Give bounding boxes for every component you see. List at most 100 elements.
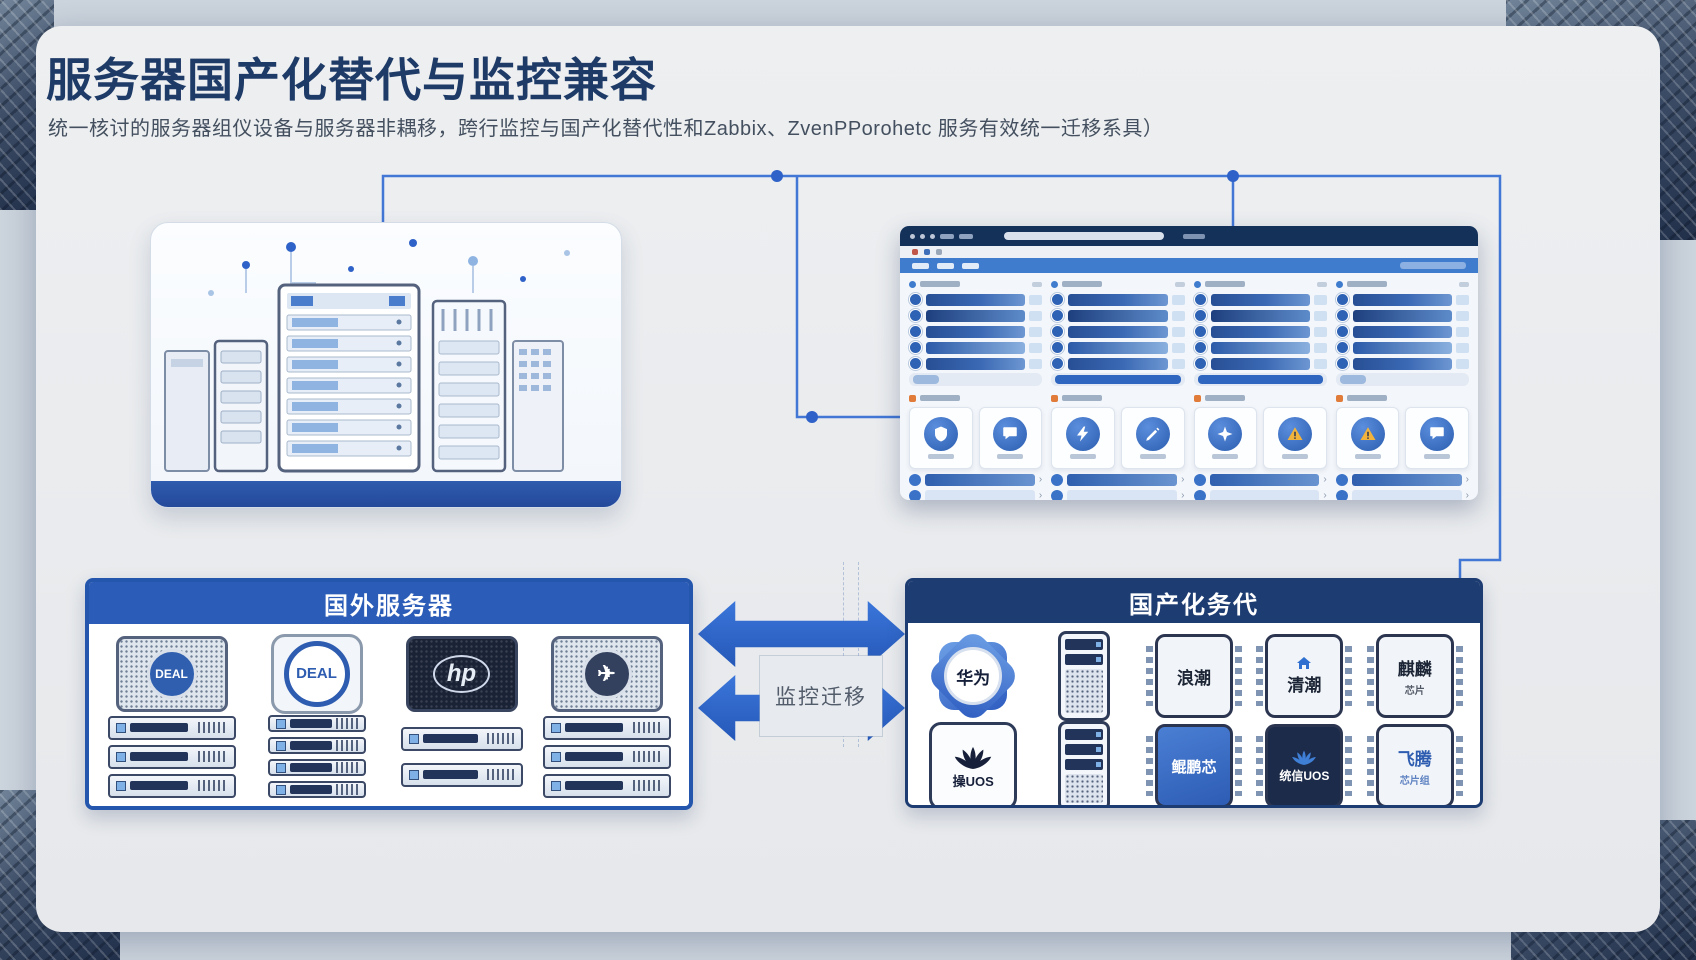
page-subtitle: 统一核讨的服务器组仪设备与服务器非耦移，跨行监控与国产化替代性和Zabbix、Z… [48, 118, 1164, 140]
row-badge [1029, 342, 1043, 353]
row-bar [1068, 309, 1168, 322]
row-badge [1313, 294, 1327, 305]
icon-column [1051, 392, 1185, 469]
uos-chip-tile: 统信UOS [1256, 724, 1353, 805]
column-footer [909, 373, 1043, 386]
address-bar [1004, 232, 1164, 240]
action-row: › [1335, 473, 1469, 486]
rack-stack [400, 726, 523, 787]
metric-row [1051, 325, 1185, 338]
metric-row [909, 309, 1043, 322]
row-badge [1313, 342, 1327, 353]
row-icon [1335, 293, 1349, 306]
toolbar-dot-icon [924, 249, 930, 255]
metric-row [909, 325, 1043, 338]
metric-row [1193, 325, 1327, 338]
column-header [909, 278, 1043, 290]
kunpeng-chip-tile: 鲲鹏芯 [1145, 724, 1242, 805]
rack-unit [107, 744, 236, 769]
foreign-servers-panel: 国外服务器 DEAL DEAL hp ✈ [85, 578, 693, 810]
action-row: › [909, 489, 1042, 500]
row-badge [1029, 326, 1043, 337]
icon-card [978, 407, 1043, 469]
rack-unit [267, 781, 366, 798]
row-icon [909, 489, 921, 500]
metric-row [1335, 309, 1469, 322]
bolt-icon [1066, 417, 1101, 451]
row-bar [1068, 357, 1168, 370]
server-racks-illustration [150, 222, 622, 508]
row-badge [1171, 294, 1185, 305]
rack-unit [542, 773, 671, 798]
phytium-sub-label: 芯片组 [1399, 776, 1430, 787]
rack-unit [267, 737, 366, 754]
row-icon [1335, 489, 1348, 500]
row-bar [1068, 293, 1168, 306]
row-icon [1051, 473, 1064, 486]
kirin-chip-tile: 麒麟 芯片 [1366, 634, 1463, 718]
panel-title: 国外服务器 [89, 582, 689, 624]
row-badge [1029, 294, 1043, 305]
metric-row [1335, 293, 1469, 306]
row-bar [926, 293, 1026, 306]
chevron-right-icon: › [1465, 489, 1469, 500]
row-bar [1068, 341, 1168, 354]
chevron-right-icon: › [1181, 473, 1185, 485]
bottom-column: ›› [1335, 473, 1469, 500]
chat-icon [1420, 417, 1455, 451]
row-bar [1068, 325, 1168, 338]
chevron-right-icon: › [1038, 489, 1043, 500]
chevron-right-icon: › [1181, 489, 1185, 500]
dell-logo: DEAL [283, 640, 350, 707]
window-title-bar [900, 226, 1478, 246]
row-icon [909, 341, 922, 354]
row-bar [926, 341, 1026, 354]
column-header [1051, 278, 1185, 290]
row-badge [1456, 342, 1469, 353]
qingchao-label: 清潮 [1287, 675, 1322, 695]
jet-logo-icon: ✈ [581, 648, 632, 699]
row-icon [1335, 325, 1349, 338]
shield-icon [923, 417, 958, 451]
row-bar [926, 309, 1026, 322]
row-bar [1210, 325, 1310, 338]
titlebar-text-bar [940, 233, 954, 239]
row-bar [1351, 489, 1462, 500]
icon-column [909, 392, 1043, 469]
chat-icon [993, 417, 1028, 451]
row-badge [1171, 342, 1185, 353]
footer-button [1339, 375, 1366, 384]
row-icon [1335, 357, 1349, 370]
metric-row [1193, 341, 1327, 354]
exchange-label: 监控迁移 [760, 656, 882, 736]
chevron-right-icon: › [1038, 473, 1043, 485]
row-bar [1067, 489, 1178, 500]
rack-stack [267, 715, 366, 798]
row-bar [1209, 473, 1320, 486]
qingchao-chip-tile: 清潮 [1256, 634, 1353, 718]
inspur-chip-tile: 浪潮 [1145, 634, 1242, 718]
rack-unit [400, 726, 523, 751]
bottom-column: ›› [1193, 473, 1327, 500]
app-menu-bar [900, 258, 1478, 273]
metric-row [1193, 309, 1327, 322]
metric-row [1193, 357, 1327, 370]
row-badge [1171, 310, 1185, 321]
server-racks-art [164, 239, 570, 473]
pencil-icon [1135, 417, 1170, 451]
dash-column [1193, 278, 1327, 390]
bottom-row-band: ›› ›› ›› ›› [909, 473, 1469, 500]
row-icon [1051, 489, 1064, 500]
row-bar [1067, 473, 1178, 486]
rack-unit [107, 715, 236, 740]
metric-row [909, 293, 1043, 306]
chevron-right-icon: › [1323, 473, 1327, 485]
row-bar [1352, 357, 1452, 370]
dell-mesh-server-tile: DEAL [115, 635, 228, 712]
toolbar-dot-icon [936, 249, 942, 255]
row-bar [1352, 309, 1452, 322]
icon-column [1193, 392, 1327, 469]
row-badge [1456, 358, 1469, 369]
action-row: › [1193, 489, 1327, 500]
row-badge [1456, 326, 1469, 337]
